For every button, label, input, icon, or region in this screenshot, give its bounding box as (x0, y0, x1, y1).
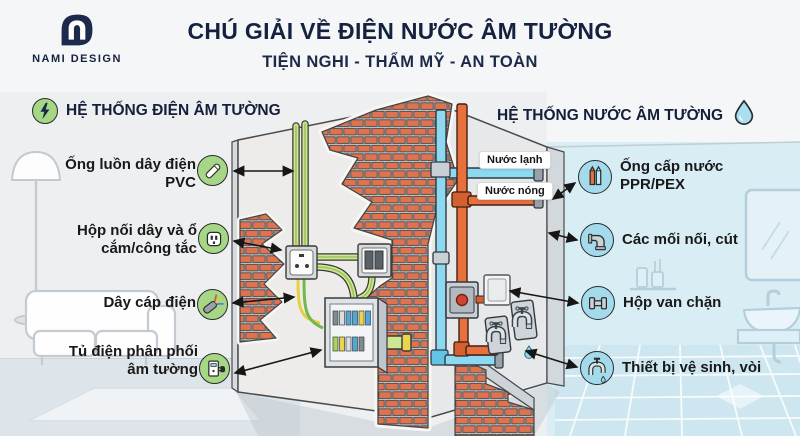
access-cover-box (483, 274, 511, 306)
green-wire (302, 277, 324, 330)
shutoff-valve-box (445, 281, 486, 319)
electric-section-title: HỆ THỐNG ĐIỆN ÂM TƯỜNG (66, 102, 281, 119)
page-title: CHÚ GIẢI VỀ ĐIỆN NƯỚC ÂM TƯỜNG (187, 18, 613, 44)
rug (27, 387, 265, 422)
page-subtitle: TIỆN NGHI - THẨM MỸ - AN TOÀN (262, 53, 538, 71)
mirror (744, 188, 800, 282)
bathroom-sink (736, 289, 800, 364)
outlet-box (285, 245, 318, 280)
legend-item-electric-cable: Dây cáp điện (103, 294, 196, 311)
hot-water-label: Nước nóng (477, 182, 553, 200)
elbow-fitting-icon (580, 223, 614, 257)
electric-installation (285, 120, 412, 375)
wall-faucets (484, 299, 538, 359)
cold-water-pipes (430, 109, 544, 369)
distribution-panel-icon (199, 353, 230, 384)
callout-arrows (231, 165, 580, 376)
brick-pedestal (454, 355, 535, 436)
legend-item-sanitary-fixtures: Thiết bị vệ sinh, vòi (622, 359, 762, 376)
electric-section-header: HỆ THỐNG ĐIỆN ÂM TƯỜNG (32, 98, 281, 124)
switch-box (357, 243, 392, 278)
sofa (24, 289, 177, 365)
water-section-header: HỆ THỐNG NƯỚC ÂM TƯỜNG (497, 98, 757, 133)
wall-assembly (231, 92, 565, 436)
cold-water-label: Nước lạnh (479, 151, 551, 169)
valve-box-icon (581, 286, 615, 320)
shelf-with-toiletries (630, 259, 676, 291)
plumbing-installation (430, 103, 544, 369)
pvc-conduit-icon (197, 155, 228, 186)
legend-item-pvc-conduit: Ống luồn dây điện PVC (65, 156, 196, 192)
legend-item-valve-box: Hộp van chặn (623, 294, 722, 311)
supply-pipes-icon (578, 160, 612, 194)
circuit-breakers (332, 310, 371, 352)
conduit-stub-cap (401, 333, 412, 352)
water-section-title: HỆ THỐNG NƯỚC ÂM TƯỜNG (497, 106, 724, 124)
water-drop-icon (731, 98, 757, 133)
legend-item-junction-socket: Hộp nối dây và ổ cắm/công tắc (76, 222, 197, 258)
nami-leaf-n-logo (61, 14, 93, 46)
lightning-bolt-icon (32, 98, 58, 124)
brand-logo: NAMI DESIGN (22, 8, 132, 65)
legend-item-supply-pipes: Ống cấp nước PPR/PEX (620, 158, 724, 194)
floor-highlight (716, 384, 764, 409)
faucet-icon (580, 351, 614, 385)
yellow-wire (296, 277, 321, 325)
legend-item-distribution-panel: Tủ điện phân phối âm tường (68, 343, 198, 379)
distribution-panel (324, 296, 388, 375)
brand-name: NAMI DESIGN (32, 53, 122, 65)
legend-item-fittings: Các mối nối, cút (622, 231, 738, 248)
junction-socket-icon (198, 223, 229, 254)
electric-cable-icon (197, 289, 228, 320)
